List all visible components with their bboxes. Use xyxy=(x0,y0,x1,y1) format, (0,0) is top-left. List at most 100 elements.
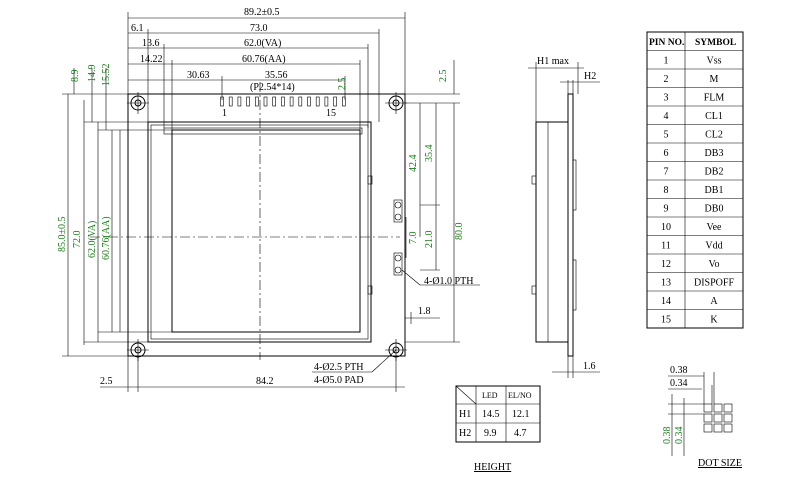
dot xyxy=(723,403,733,413)
pin-symbol: DB2 xyxy=(705,167,724,178)
pcb-outline xyxy=(127,93,406,357)
dot xyxy=(723,423,733,433)
pin-number: 8 xyxy=(664,185,669,196)
pin-number: 2 xyxy=(664,74,669,85)
pin-symbol: Vss xyxy=(706,56,721,67)
connector-pin xyxy=(341,96,346,107)
top-strip xyxy=(163,127,363,135)
connector-pin xyxy=(263,96,268,107)
pin-number: 15 xyxy=(661,315,671,326)
mounting-hole xyxy=(127,92,149,114)
bezel-inner xyxy=(150,124,369,340)
note-pth-1: 4-Ø1.0 PTH xyxy=(424,276,473,287)
dim-21: 21.0 xyxy=(424,231,435,249)
side-h1-label: H1 max xyxy=(537,56,569,67)
dim-2-5-top: 2.5 xyxy=(337,78,348,91)
front-view: 1 15 xyxy=(90,82,407,361)
pin-symbol: DB3 xyxy=(705,148,724,159)
dim-80: 80.0 xyxy=(454,223,465,241)
dot xyxy=(703,413,713,423)
dim-2-5-bottom: 2.5 xyxy=(100,376,113,387)
connector-pin xyxy=(255,96,259,107)
side-pcb xyxy=(567,93,574,357)
pin-number: 13 xyxy=(661,278,671,289)
pin-number: 9 xyxy=(664,204,669,215)
viewing-area xyxy=(171,129,361,333)
dim-pitch: (P2.54*14) xyxy=(250,82,295,93)
pin-number: 11 xyxy=(661,241,671,252)
pin-symbol: DISPOFF xyxy=(694,278,734,289)
dot xyxy=(703,403,713,413)
dim-aa-height: 60.76(AA) xyxy=(101,216,112,260)
pin-last-label: 15 xyxy=(326,108,336,119)
pin-number: 14 xyxy=(661,296,671,307)
connector-pins xyxy=(220,96,346,107)
height-cell: 12.1 xyxy=(512,409,530,420)
note-pad: 4-Ø5.0 PAD xyxy=(314,375,364,386)
connector-pin xyxy=(315,96,320,107)
height-header-elno: EL/NO xyxy=(508,391,532,400)
dim-aa-width: 60.76(AA) xyxy=(242,54,286,65)
connector-pin xyxy=(281,96,285,107)
connector-pin xyxy=(246,96,250,107)
connector-pin xyxy=(307,96,311,107)
dim-8-9: 8.9 xyxy=(70,70,81,83)
pin-symbol: DB0 xyxy=(705,204,724,215)
tab xyxy=(367,175,373,185)
pin-symbol: K xyxy=(710,315,718,326)
dim-84-2: 84.2 xyxy=(256,376,274,387)
height-table: LED EL/NO H1 14.5 12.1 H2 9.9 4.7 HEIGHT xyxy=(455,385,541,473)
pin-symbol: A xyxy=(710,296,718,307)
pth-holes xyxy=(393,199,403,276)
side-body xyxy=(535,121,569,343)
connector-pin xyxy=(289,96,294,107)
pin-symbol: M xyxy=(710,74,719,85)
pin-number: 6 xyxy=(664,148,669,159)
side-h2-label: H2 xyxy=(584,71,596,82)
tab xyxy=(367,285,373,295)
pin-number: 12 xyxy=(661,259,671,270)
bottom-dimensions: 2.5 84.2 1.8 4-Ø2.5 PTH 4-Ø5.0 PAD xyxy=(100,306,440,392)
pin-number: 5 xyxy=(664,130,669,141)
pin-number: 3 xyxy=(664,93,669,104)
dim-30-63: 30.63 xyxy=(187,70,210,81)
connector-pin xyxy=(272,96,277,107)
height-header-led: LED xyxy=(482,391,498,400)
dot-size-detail: 0.38 0.34 0.38 0.34 DOT SIZE xyxy=(662,365,742,469)
mounting-hole xyxy=(385,92,407,114)
dim-15-52: 15.52 xyxy=(101,64,112,87)
dim-14-22: 14.22 xyxy=(140,54,163,65)
bezel-outline xyxy=(147,121,372,343)
pin-first-label: 1 xyxy=(222,108,227,119)
pin-number: 1 xyxy=(664,56,669,67)
dim-13-6: 13.6 xyxy=(142,38,160,49)
left-dimensions: 8.9 14.9 15.52 85.0±0.5 72.0 62.0(VA) 60… xyxy=(57,64,172,357)
dot xyxy=(703,423,713,433)
height-row-label: H1 xyxy=(459,409,471,420)
pin-symbol: Vdd xyxy=(705,241,722,252)
dim-7: 7.0 xyxy=(408,232,419,245)
dim-73: 73.0 xyxy=(250,23,268,34)
top-dimensions: 89.2±0.5 6.1 73.0 13.6 62.0(VA) 14.22 60… xyxy=(127,7,406,130)
dot xyxy=(713,423,723,433)
dot xyxy=(713,413,723,423)
dim-va-height: 62.0(VA) xyxy=(87,221,98,258)
dim-72: 72.0 xyxy=(72,231,83,249)
connector-pin xyxy=(298,96,303,107)
dot-dim-left-2: 0.34 xyxy=(674,427,685,445)
connector-pin xyxy=(324,96,329,107)
dim-1-8: 1.8 xyxy=(418,306,431,317)
dim-2-5-right: 2.5 xyxy=(438,70,449,83)
connector-pin xyxy=(228,96,233,107)
dot-size-caption: DOT SIZE xyxy=(698,458,742,469)
right-dimensions: 2.5 42.4 35.4 80.0 21.0 7.0 4-Ø1.0 PTH xyxy=(401,60,480,343)
pin-number: 10 xyxy=(661,222,671,233)
pin-table-header-pin: PIN NO. xyxy=(649,38,684,48)
dim-va-width: 62.0(VA) xyxy=(244,38,281,49)
pin-symbol: DB1 xyxy=(705,185,724,196)
dim-6-1: 6.1 xyxy=(131,23,144,34)
pin-number: 7 xyxy=(664,167,669,178)
dot-dim-left-1: 0.38 xyxy=(662,427,673,445)
